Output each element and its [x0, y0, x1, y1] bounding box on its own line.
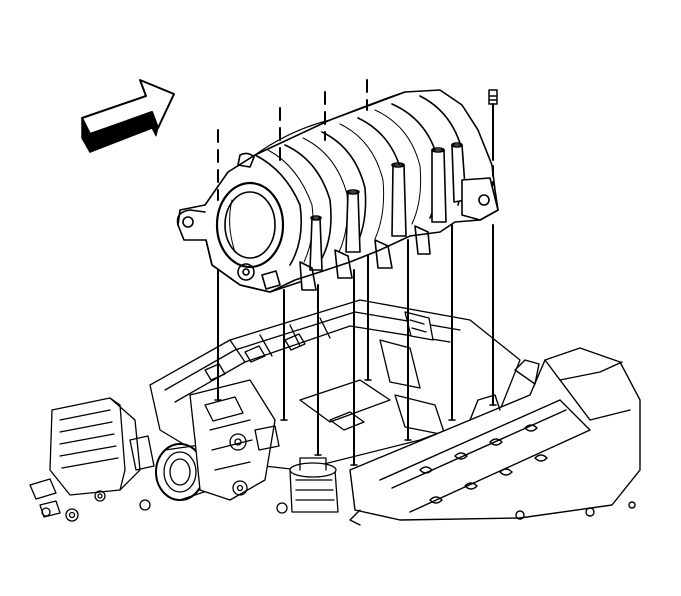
throttle-body-opening: [215, 181, 285, 269]
manifold-stud: [488, 89, 498, 406]
manifold-bolts: [214, 79, 456, 466]
intake-manifold: [176, 89, 499, 293]
left-engine-accessories: [29, 379, 288, 522]
forward-arrow-icon: [81, 79, 175, 153]
center-sensor-housing: [289, 457, 339, 513]
right-cylinder-head-cover: [349, 347, 641, 526]
